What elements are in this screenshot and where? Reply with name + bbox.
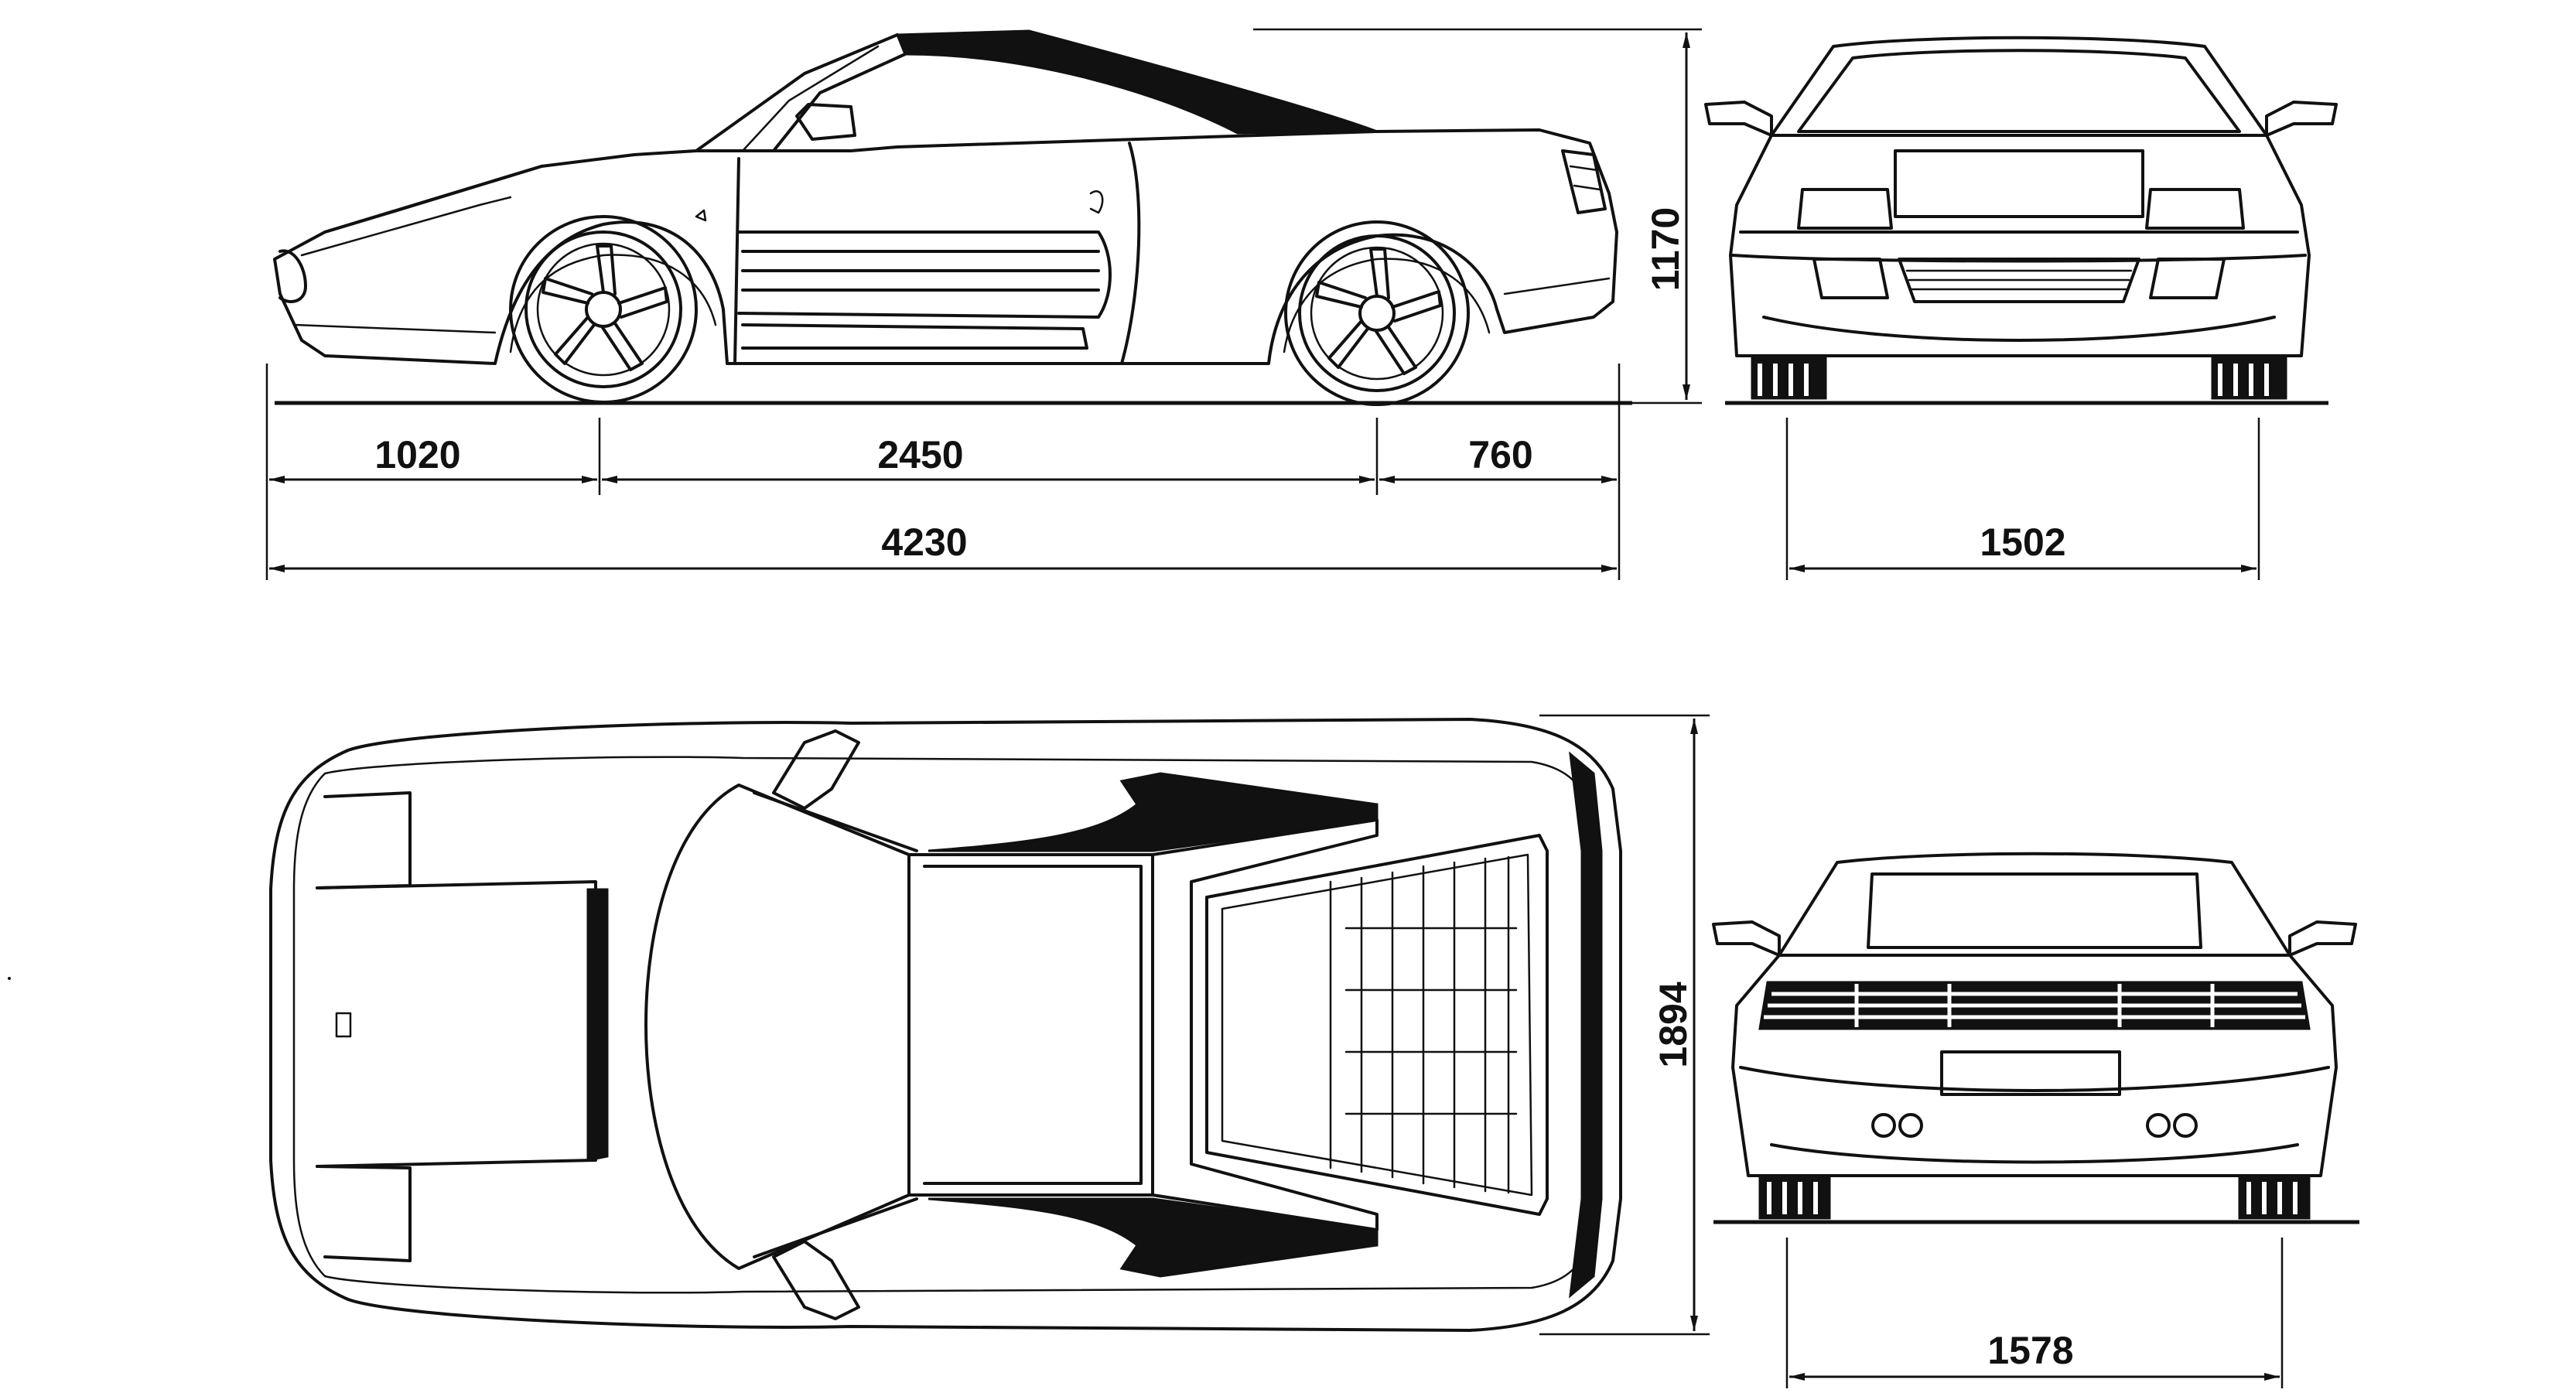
rear-wheel [1284,220,1470,406]
rear-view [1712,852,2359,1224]
overall-length-label: 4230 [881,521,967,564]
overall-width-dimension: 1894 [1539,714,1710,1336]
rear-track-dimension: 1578 [1785,1238,2284,1388]
front-view [1704,36,2338,405]
side-view [273,29,1632,406]
front-wheel [509,215,698,404]
rear-overhang-label: 760 [1468,433,1532,476]
rear-track-label: 1578 [1987,1329,2073,1372]
front-track-dimension: 1502 [1785,418,2260,580]
top-view [269,718,1622,1332]
front-overhang-label: 1020 [374,433,460,476]
stray-mark [8,977,11,980]
height-label: 1170 [1644,207,1687,291]
side-view-dimensions: 1020 2450 760 4230 1170 [265,28,1702,580]
engine-cover-texture [1329,855,1518,1194]
overall-width-label: 1894 [1652,982,1695,1067]
front-track-label: 1502 [1980,521,2065,564]
wheelbase-label: 2450 [877,433,963,476]
